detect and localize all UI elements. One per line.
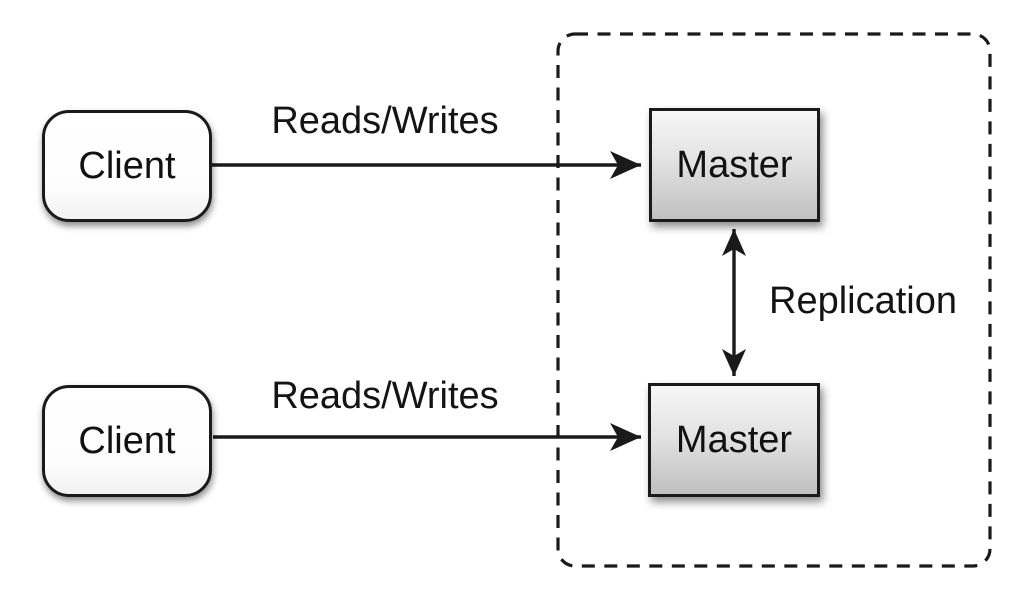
node-master-bottom-label: Master xyxy=(675,419,793,461)
replication-cluster-boundary xyxy=(556,32,992,568)
node-client-bottom-label: Client xyxy=(78,420,176,462)
edge-label-replication: Replication xyxy=(769,280,957,322)
node-client-top: Client xyxy=(42,110,212,222)
node-master-top: Master xyxy=(649,108,820,222)
edge-label-reads-writes-top: Reads/Writes xyxy=(271,100,499,142)
node-master-bottom: Master xyxy=(648,383,820,497)
node-master-top-label: Master xyxy=(676,144,793,186)
edge-label-reads-writes-bottom: Reads/Writes xyxy=(271,375,499,417)
node-client-bottom: Client xyxy=(42,385,212,497)
node-client-top-label: Client xyxy=(78,145,176,187)
